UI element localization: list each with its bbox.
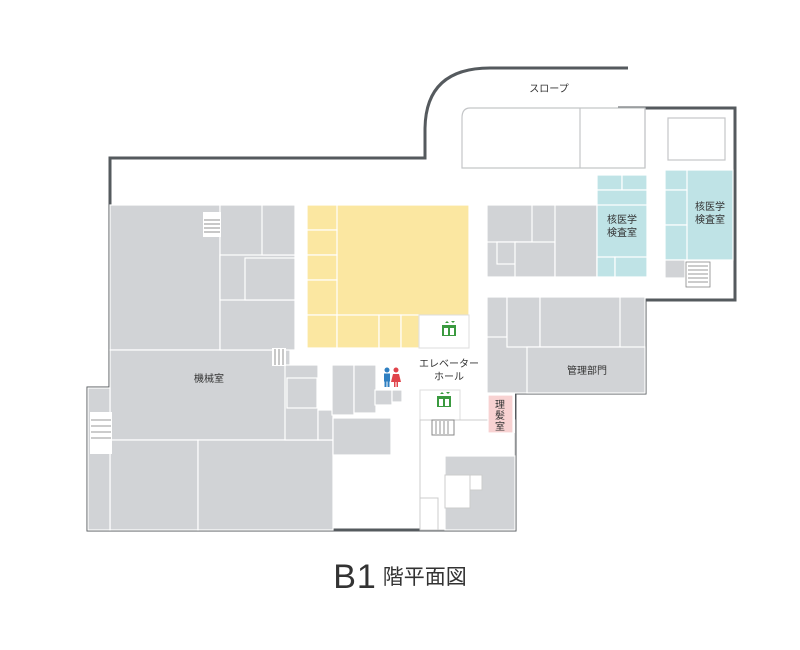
slope-area: [461, 107, 646, 169]
barber-label: 髪: [495, 410, 505, 422]
management-label: 管理部門: [567, 364, 607, 377]
nuclear-lab-1-label: 核医学: [607, 213, 637, 226]
barber-label: 室: [495, 420, 505, 433]
restroom-icon: [384, 367, 401, 387]
restroom-area: [331, 364, 403, 416]
barber-room: [487, 394, 514, 434]
machine-room-label: 機械室: [194, 372, 224, 385]
elevator-icon: [419, 389, 461, 421]
upper-right-rooms: [486, 204, 598, 278]
nuclear-lab-1: [596, 174, 648, 278]
floor-plan-map: スロープ 機械室 エレベーター ホール 管理部門 核医学 検査室 核医学 検査室…: [86, 66, 737, 532]
nuclear-lab-2-label: 検査室: [695, 213, 725, 226]
management-rooms: [486, 296, 646, 394]
stairs-icon: [685, 261, 711, 288]
nuclear-lab-1-label: 検査室: [607, 226, 637, 239]
barber-label: 理: [495, 399, 505, 411]
slope-label: スロープ: [529, 83, 568, 95]
highlight-block: [306, 204, 470, 349]
elevator-hall-label: エレベーター: [419, 358, 479, 370]
floor-number: B1: [333, 558, 377, 596]
nuclear-lab-2: [664, 169, 734, 279]
floor-title-text: 階平面図: [382, 565, 467, 589]
elevator-icon: [442, 321, 456, 336]
stairs-icon: [90, 212, 286, 454]
upper-right-room: [667, 117, 726, 161]
lower-central-rooms: [419, 393, 516, 531]
nuclear-lab-2-label: 核医学: [695, 200, 725, 213]
elevator-hall-label: ホール: [434, 371, 464, 383]
